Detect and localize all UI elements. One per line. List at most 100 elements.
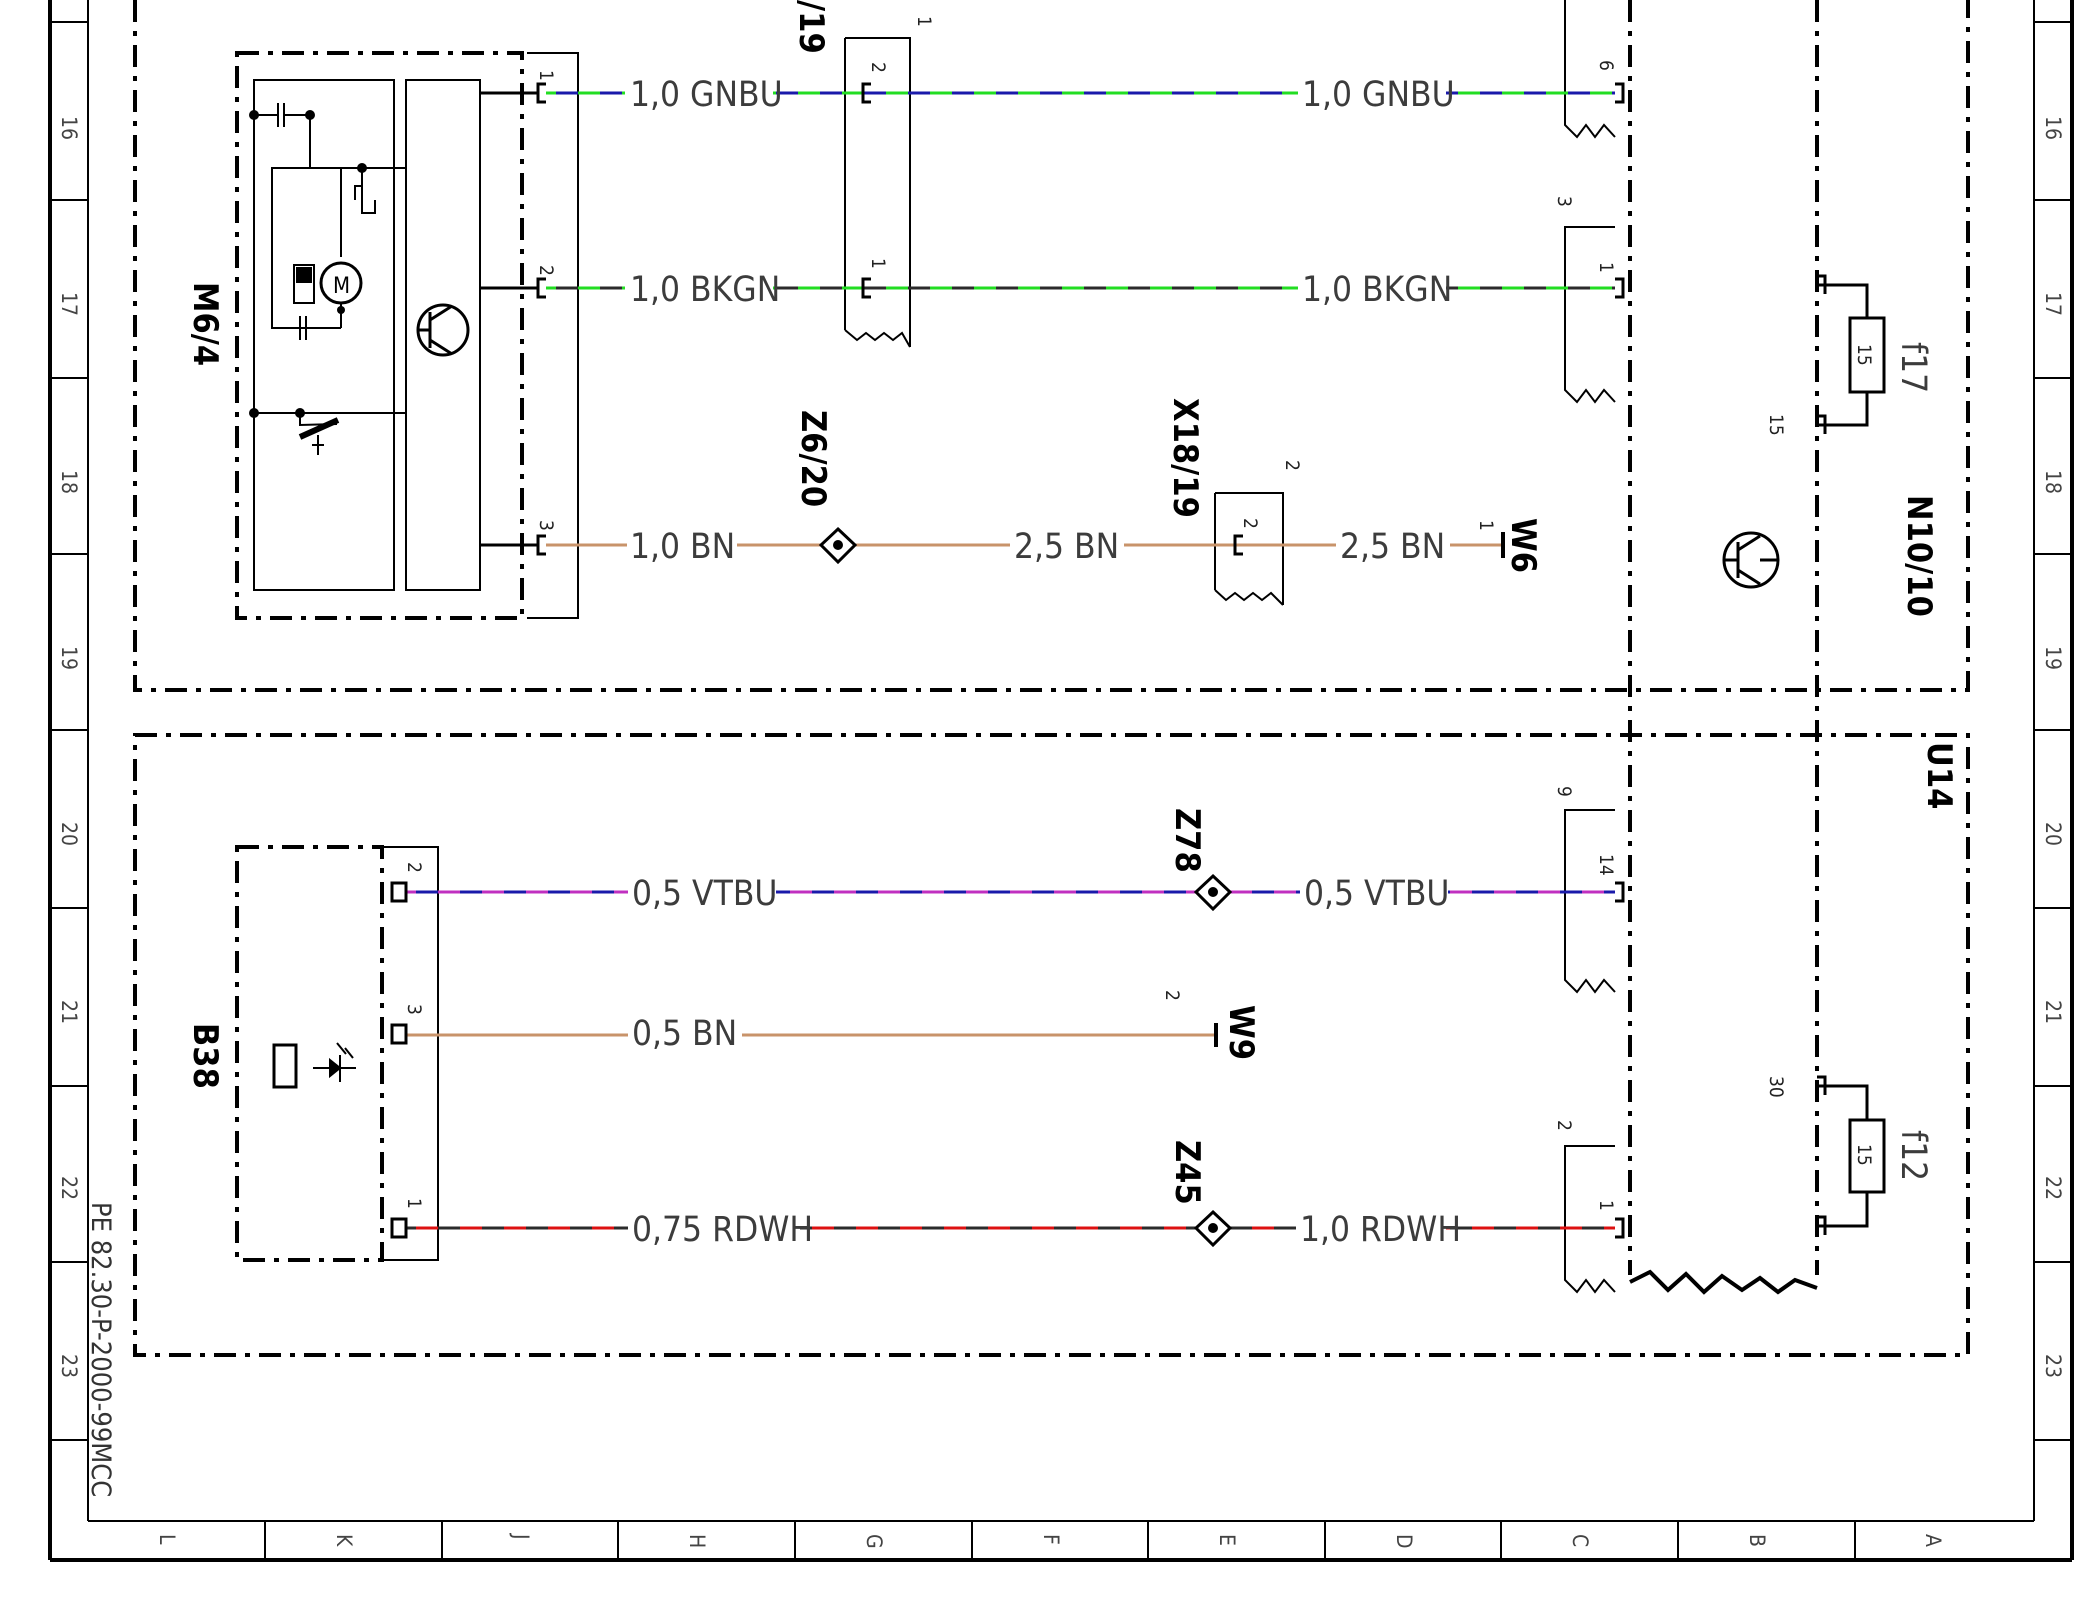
column-labels: L K J H G F E D C B A (155, 1533, 1945, 1549)
wire-label: 1,0 BN (630, 527, 735, 567)
component-label-n10-10: N10/10 (1899, 495, 1939, 617)
pin-number: 2 (535, 265, 557, 276)
component-label-x-partial: /19 (791, 0, 831, 54)
row-label: 16 (2041, 116, 2065, 140)
b38-pin-bracket (382, 846, 439, 1261)
pin-markers (390, 82, 1827, 1239)
row-label: 17 (57, 292, 81, 316)
document-code: PE 82.30-P-2000-99MCC (85, 1202, 116, 1497)
column-label: G (862, 1534, 886, 1549)
pin-number: 9 (1553, 786, 1575, 797)
pin-number: 2 (1161, 990, 1183, 1001)
splice-z6-20 (818, 526, 858, 565)
row-label: 21 (57, 1000, 81, 1024)
pin-number: 3 (535, 520, 557, 531)
pin-number: 15 (1765, 414, 1787, 436)
column-label: H (685, 1534, 709, 1548)
component-label-b38: B38 (185, 1023, 225, 1089)
column-label: F (1039, 1534, 1063, 1545)
column-label: B (1745, 1534, 1769, 1547)
component-label-w9: W9 (1221, 1005, 1261, 1060)
pin-number: 15 (1853, 344, 1875, 366)
pin-number: 2 (867, 62, 889, 73)
component-labels: M6/4 B38 Z6/20 X18/19 /19 W6 Z78 W9 Z45 … (185, 0, 1959, 1205)
component-label-z78: Z78 (1167, 808, 1207, 873)
column-label: A (1921, 1534, 1945, 1547)
component-label-f17: f17 (1893, 342, 1933, 393)
m6-4-switch-lever (298, 417, 340, 440)
pin-number: 3 (1553, 196, 1575, 207)
pin-numbers: 1 2 3 1 2 1 2 2 1 6 3 1 9 14 2 1 2 3 1 2… (403, 16, 1875, 1211)
row-label: 19 (57, 646, 81, 670)
wire-label: 1,0 BKGN (1302, 270, 1452, 310)
pin-number: 2 (1281, 460, 1303, 471)
row-labels-right: 16 17 18 19 20 21 22 23 (2041, 116, 2065, 1378)
row-label: 17 (2041, 292, 2065, 316)
pin-number: 6 (1595, 60, 1617, 71)
pin-number: 2 (403, 862, 425, 873)
fuse-f12 (1817, 1084, 1886, 1228)
m6-4-stubs (480, 91, 535, 547)
wire-label: 0,5 VTBU (632, 874, 777, 914)
pin-number: 30 (1765, 1076, 1787, 1098)
component-label-x18-19: X18/19 (1165, 398, 1205, 518)
component-label-z6-20: Z6/20 (793, 410, 833, 507)
n10-10-transistor-icon (1722, 531, 1780, 589)
pin-number: 2 (1239, 518, 1261, 529)
pin-number: 2 (1553, 1120, 1575, 1131)
component-label-f12: f12 (1893, 1130, 1933, 1181)
component-label-m6-4: M6/4 (185, 282, 225, 366)
row-label: 20 (57, 822, 81, 846)
pin-number: 14 (1595, 854, 1617, 876)
splice-points (818, 526, 1233, 1248)
wire-label: 2,5 BN (1340, 527, 1445, 567)
wire-label: 1,0 RDWH (1300, 1210, 1461, 1250)
m6-4-dots (249, 110, 367, 418)
area-borders (133, 0, 1970, 1357)
wire-label: 1,0 GNBU (630, 75, 783, 115)
connector-brackets (844, 0, 1616, 1294)
motor-symbol: M (333, 274, 350, 299)
sheet-frame (48, 0, 2074, 1562)
row-label: 18 (57, 470, 81, 494)
column-label: E (1215, 1534, 1239, 1546)
b38-sensor-element (272, 1043, 298, 1089)
m6-4-switch-fill (296, 267, 312, 283)
internal-jumper (1629, 1269, 1818, 1295)
pin-number: 1 (1475, 520, 1497, 531)
pin-number: 1 (535, 70, 557, 81)
column-label: L (155, 1534, 179, 1545)
row-label: 19 (2041, 646, 2065, 670)
pin-number: 1 (403, 1198, 425, 1209)
row-label: 22 (2041, 1176, 2065, 1200)
row-label: 21 (2041, 1000, 2065, 1024)
row-label: 23 (2041, 1354, 2065, 1378)
pin-number: 3 (403, 1004, 425, 1015)
wires (406, 91, 1615, 1230)
m6-4-internals (253, 79, 481, 591)
transistor-icon (416, 303, 470, 357)
wire-label: 2,5 BN (1014, 527, 1119, 567)
row-label: 23 (57, 1354, 81, 1378)
component-label-u14: U14 (1919, 742, 1959, 809)
row-label: 22 (57, 1176, 81, 1200)
component-label-z45: Z45 (1167, 1140, 1207, 1205)
b38-photodiode-icon (313, 1042, 356, 1082)
row-labels-left: 16 17 18 19 20 21 22 23 (57, 116, 81, 1378)
wire-label: 1,0 GNBU (1302, 75, 1455, 115)
wire-label: 1,0 BKGN (630, 270, 780, 310)
splice-z45 (1193, 1209, 1233, 1248)
component-label-w6: W6 (1503, 518, 1543, 573)
row-label: 16 (57, 116, 81, 140)
column-label: K (332, 1534, 356, 1547)
wire-label: 0,75 RDWH (632, 1210, 813, 1250)
row-label: 20 (2041, 822, 2065, 846)
pin-number: 15 (1853, 1144, 1875, 1166)
wire-label: 0,5 BN (632, 1014, 737, 1054)
column-label: J (509, 1533, 533, 1540)
pin-number: 1 (867, 258, 889, 269)
fuse-f17 (1817, 283, 1886, 427)
pin-number: 1 (1595, 262, 1617, 273)
column-label: C (1568, 1534, 1592, 1547)
pin-number: 1 (1595, 1200, 1617, 1211)
